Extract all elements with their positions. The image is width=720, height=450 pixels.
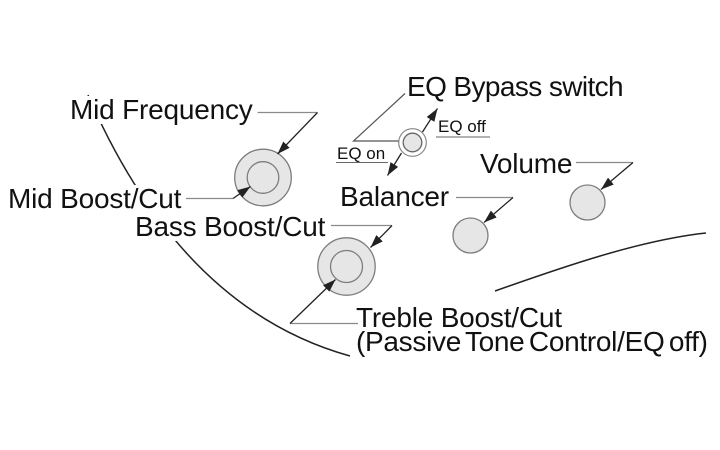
mid-boost-cut-inner-knob bbox=[246, 161, 280, 194]
eq-on-direction-arrow bbox=[386, 152, 403, 176]
eq-on-label: EQ on bbox=[337, 144, 386, 163]
bass-boost-cut-arrow bbox=[370, 225, 393, 248]
mid-boost-cut-arrow bbox=[232, 185, 251, 200]
eq-off-direction-arrow bbox=[421, 108, 439, 133]
mid-boost-cut-label: Mid Boost/Cut bbox=[8, 183, 182, 214]
mid-dual-knob bbox=[234, 148, 292, 207]
eq-bypass-switch bbox=[398, 128, 427, 157]
treble-passive-tone-note: (Passive Tone Control/EQ off) bbox=[356, 326, 708, 357]
mid-frequency-arrow bbox=[277, 112, 318, 155]
eq-off-label: EQ off bbox=[438, 117, 486, 136]
treble-boost-cut-label: Treble Boost/Cut (Passive Tone Control/E… bbox=[356, 302, 708, 357]
body-outline-left-curve bbox=[87, 94, 351, 357]
body-outline-right-curve bbox=[494, 232, 707, 292]
treble-boost-cut-inner-knob bbox=[329, 249, 364, 284]
mid-frequency-label: Mid Frequency bbox=[70, 94, 253, 125]
eq-bypass-leader-line bbox=[351, 93, 406, 142]
treble-boost-cut-label-line1: Treble Boost/Cut bbox=[356, 302, 562, 333]
volume-arrow bbox=[600, 162, 634, 190]
balancer-knob bbox=[452, 217, 489, 254]
balancer-arrow bbox=[483, 197, 514, 223]
volume-label: Volume bbox=[480, 148, 573, 179]
eq-bypass-switch-button bbox=[402, 132, 423, 153]
bass-treble-dual-knob bbox=[317, 237, 376, 296]
bass-boost-cut-label: Bass Boost/Cut bbox=[135, 211, 326, 242]
volume-knob bbox=[569, 184, 606, 221]
treble-boost-cut-arrow bbox=[289, 279, 336, 324]
eq-bypass-switch-label: EQ Bypass switch bbox=[407, 71, 624, 102]
balancer-label: Balancer bbox=[340, 181, 449, 212]
